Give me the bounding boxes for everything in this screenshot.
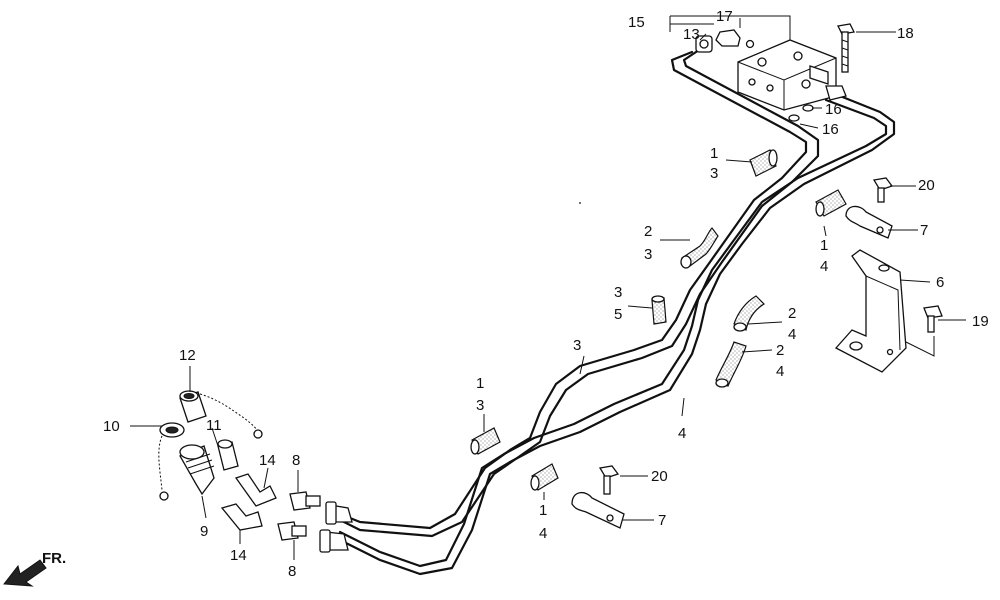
callout-10: 10: [103, 418, 120, 435]
front-direction-label: FR.: [42, 550, 66, 567]
adapter-8-lower: [277, 521, 307, 541]
callout-5: 5: [614, 306, 622, 323]
pipe-end-fitting-upper: [325, 501, 353, 525]
callout-8a: 8: [292, 452, 300, 469]
callout-4e: 4: [539, 525, 547, 542]
callout-1d: 1: [539, 502, 547, 519]
callout-7a: 7: [920, 222, 928, 239]
callout-1a: 1: [710, 145, 718, 162]
elbow-14-lower: [220, 503, 263, 531]
callout-labels: 15 17 13 18 16 16 1 3 20 2 3 7 1 4 6 3 5…: [103, 8, 989, 580]
pipe-end-fitting-lower: [319, 529, 349, 553]
pipe-3: [338, 46, 820, 538]
sleeve-2-3: [680, 227, 719, 269]
callout-16a: 16: [825, 101, 842, 118]
leader-lines: [130, 15, 966, 560]
callout-19: 19: [972, 313, 989, 330]
nipple-11: [217, 439, 239, 471]
bolt-18: [837, 23, 855, 73]
clamp-7-upper: [845, 205, 893, 239]
callout-2a: 2: [644, 223, 652, 240]
callout-9: 9: [200, 523, 208, 540]
callout-6: 6: [936, 274, 944, 291]
pipe-4: [338, 90, 896, 576]
callout-14b: 14: [230, 547, 247, 564]
callout-11: 11: [206, 417, 222, 434]
callout-7b: 7: [658, 512, 666, 529]
sleeve-1-4-right: [815, 189, 847, 217]
front-direction-arrow: [3, 559, 47, 587]
callout-1b: 1: [820, 237, 828, 254]
valve-block: [737, 39, 837, 111]
clamp-7-lower: [571, 492, 625, 529]
sleeve-2-4-upper: [733, 295, 765, 332]
sleeve-2-4-lower: [715, 341, 747, 388]
callout-4d: 4: [678, 425, 686, 442]
adapter-8-upper: [289, 491, 321, 511]
elbow-14-upper: [234, 473, 277, 507]
callout-18: 18: [897, 25, 914, 42]
callout-14a: 14: [259, 452, 276, 469]
callout-8b: 8: [288, 563, 296, 580]
callout-4b: 4: [788, 326, 796, 343]
bolt-20-upper: [872, 177, 894, 203]
callout-12: 12: [179, 347, 196, 364]
callout-2c: 2: [776, 342, 784, 359]
callout-15: 15: [628, 14, 645, 31]
callout-20a: 20: [918, 177, 935, 194]
fitting-right-end: [825, 85, 847, 101]
sleeve-1-4-lower: [530, 463, 559, 491]
callout-17: 17: [716, 8, 733, 25]
callout-4a: 4: [820, 258, 828, 275]
callout-2b: 2: [788, 305, 796, 322]
callout-3b: 3: [644, 246, 652, 263]
sleeve-1-3-lower: [470, 427, 501, 455]
callout-3c: 3: [614, 284, 622, 301]
sleeve-3-5: [651, 295, 667, 325]
cap-12: [179, 390, 207, 423]
callout-16b: 16: [822, 121, 839, 138]
bolt-19: [923, 305, 943, 333]
bolt-20-lower: [598, 465, 620, 495]
callout-3e: 3: [476, 397, 484, 414]
sleeve-1-3-upper: [749, 149, 778, 177]
callout-3a: 3: [710, 165, 718, 182]
bracket-6: [834, 249, 907, 373]
retaining-chain: [199, 393, 263, 439]
stray-dot: [579, 202, 581, 204]
union-17: [715, 29, 755, 49]
callout-1c: 1: [476, 375, 484, 392]
callout-20b: 20: [651, 468, 668, 485]
washers-16: [788, 104, 814, 122]
plug-10: [158, 422, 185, 501]
quick-coupler-9: [179, 444, 215, 496]
callout-4c: 4: [776, 363, 784, 380]
callout-3d: 3: [573, 337, 581, 354]
callout-13: 13: [683, 26, 700, 43]
